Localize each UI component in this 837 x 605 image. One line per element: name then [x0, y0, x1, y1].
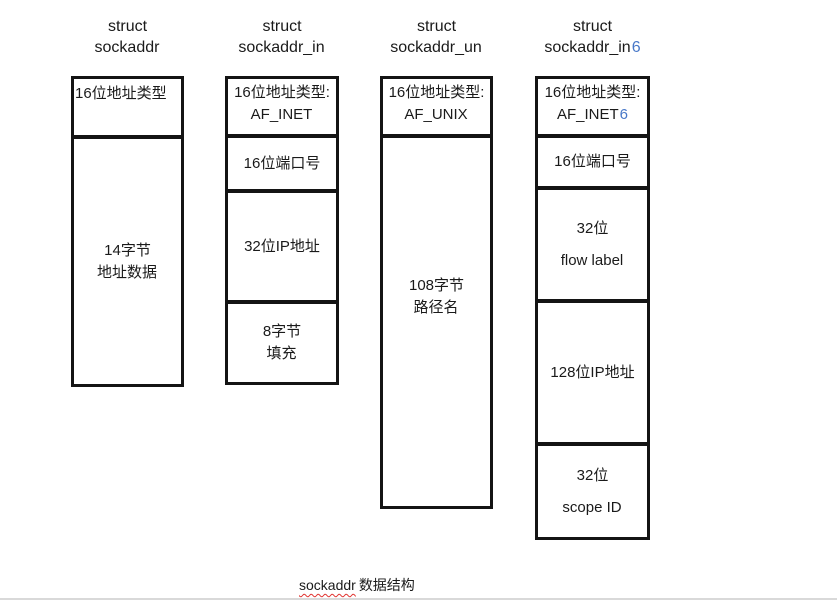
sockaddr-un-title: struct sockaddr_un: [380, 16, 493, 60]
sockaddr-in6-title: struct sockaddr_in6: [535, 16, 650, 60]
sockaddr-in-title: struct sockaddr_in: [225, 16, 339, 60]
sockaddr-data-cell: 14字节 地址数据: [74, 135, 181, 384]
sockaddr-un-family-cell: 16位地址类型: AF_UNIX: [388, 84, 485, 123]
sockaddr-family-cell: 16位地址类型: [75, 85, 167, 102]
title-line-1: struct: [262, 18, 302, 35]
sockaddr-in6-box: 16位地址类型: AF_INET6 16位端口号 32位 flow label …: [535, 76, 650, 540]
sockaddr-box: 16位地址类型 14字节 地址数据: [71, 76, 184, 387]
bottom-divider: [0, 598, 837, 600]
title-line-2: sockaddr_in: [238, 39, 325, 56]
sockaddr-un-box: 16位地址类型: AF_UNIX 108字节 路径名: [380, 76, 493, 509]
sockaddr-in-box: 16位地址类型: AF_INET 16位端口号 32位IP地址 8字节 填充: [225, 76, 339, 385]
sockaddr-in-column: struct sockaddr_in 16位地址类型: AF_INET 16位端…: [225, 16, 339, 385]
title-line-2: sockaddr_in6: [544, 39, 641, 56]
sockaddr-un-column: struct sockaddr_un 16位地址类型: AF_UNIX 108字…: [380, 16, 493, 509]
caption-chinese-text: 数据结构: [358, 577, 415, 593]
sockaddr-title: struct sockaddr: [71, 16, 184, 60]
path-name-cell: 108字节 路径名: [383, 134, 490, 506]
sockaddr-in6-column: struct sockaddr_in6 16位地址类型: AF_INET6 16…: [535, 16, 650, 540]
sockaddr-in-family-cell: 16位地址类型: AF_INET: [234, 84, 330, 123]
title-line-1: struct: [416, 18, 457, 35]
sockaddr-in6-family-cell: 16位地址类型: AF_INET6: [544, 84, 641, 123]
title-line-2: sockaddr_un: [390, 39, 482, 56]
title-line-2: sockaddr: [94, 39, 160, 56]
title-line-1: struct: [572, 18, 613, 35]
port-cell: 16位端口号: [538, 134, 647, 186]
ip128-address-cell: 128位IP地址: [538, 299, 647, 442]
padding-cell: 8字节 填充: [228, 300, 336, 382]
ip-address-cell: 32位IP地址: [228, 189, 336, 300]
port-cell: 16位端口号: [228, 134, 336, 189]
title-line-1: struct: [107, 18, 148, 35]
caption-sockaddr-word: sockaddr: [299, 577, 356, 593]
sockaddr-column: struct sockaddr 16位地址类型 14字节 地址数据: [71, 16, 184, 387]
scope-id-cell: 32位 scope ID: [538, 442, 647, 537]
flow-label-cell: 32位 flow label: [538, 186, 647, 299]
